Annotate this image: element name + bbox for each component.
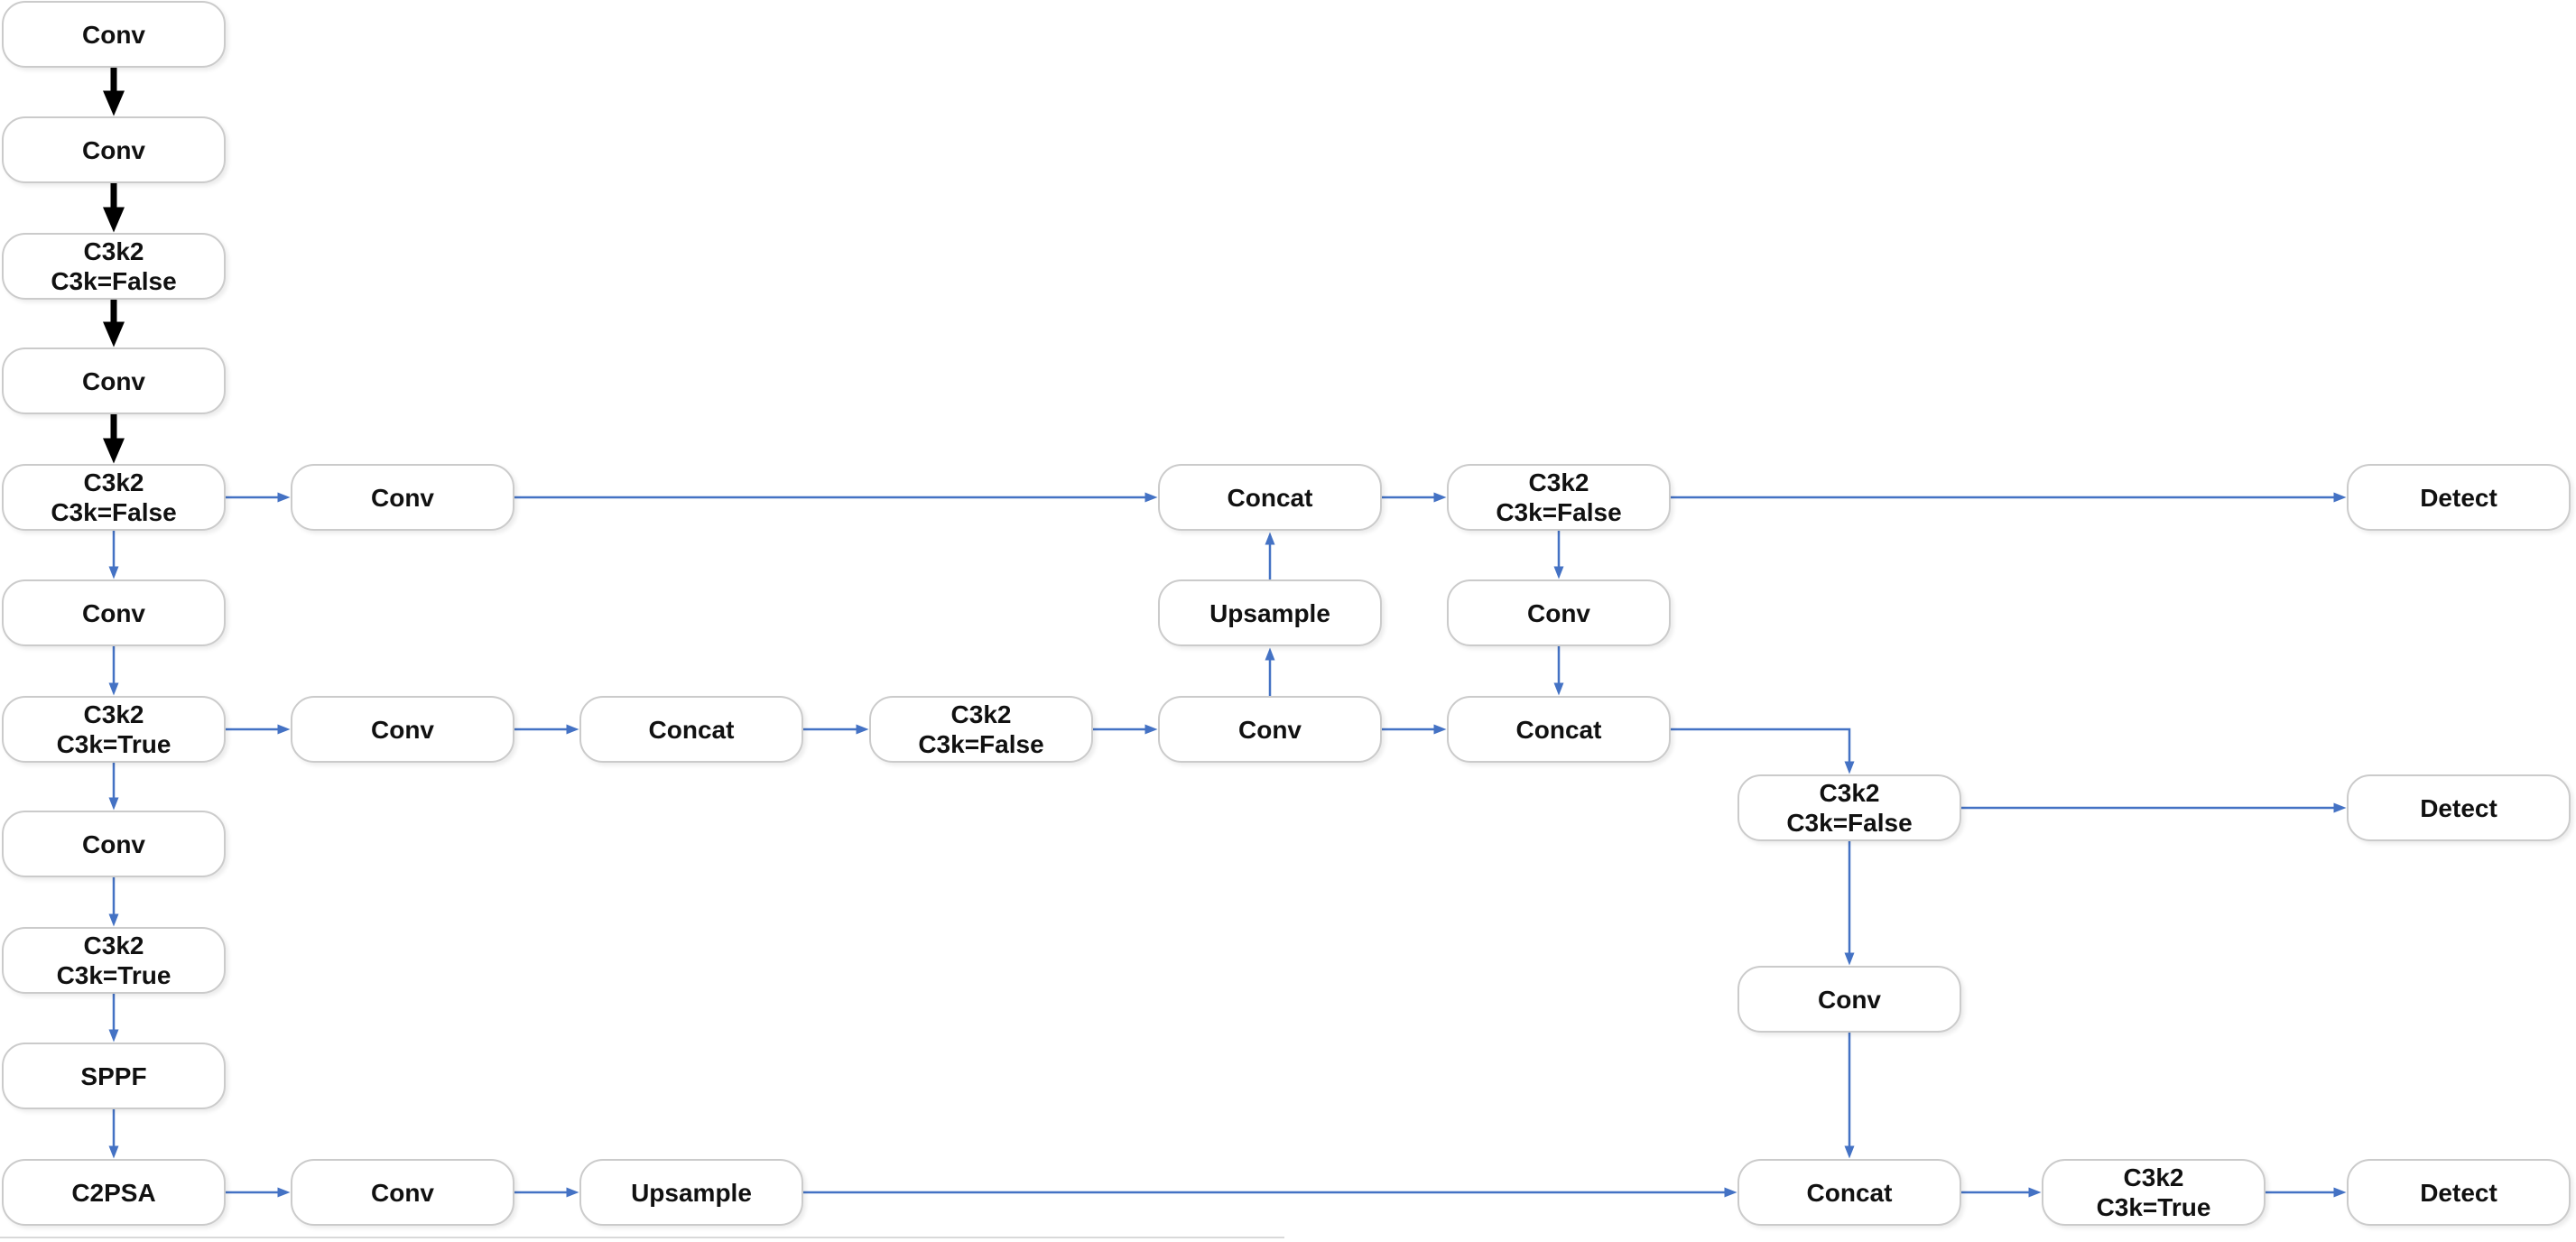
node-label: Concat xyxy=(1515,715,1602,744)
node-backbone-conv-0: Conv xyxy=(2,1,226,68)
node-neck-upsample: Upsample xyxy=(579,1159,803,1226)
node-neck-conv: Conv xyxy=(291,1159,514,1226)
node-p3-concat: Concat xyxy=(1158,464,1382,531)
node-label: C3k=True xyxy=(56,730,171,758)
node-p4-conv-b: Conv xyxy=(1158,696,1382,763)
node-label: C3k2 xyxy=(83,932,144,959)
node-label: C3k2 xyxy=(950,700,1012,728)
node-backbone-conv-1: Conv xyxy=(2,116,226,183)
connector-group xyxy=(103,68,2347,1198)
node-backbone-c2psa: C2PSA xyxy=(2,1159,226,1226)
node-backbone-conv-7: Conv xyxy=(2,811,226,877)
node-p4-conv-a: Conv xyxy=(291,696,514,763)
node-label: Upsample xyxy=(1209,598,1330,627)
node-label: Detect xyxy=(2420,793,2497,822)
node-label: Concat xyxy=(1806,1178,1893,1207)
node-p5-concat: Concat xyxy=(1737,1159,1961,1226)
node-label: C3k=False xyxy=(1496,498,1622,526)
node-label: Detect xyxy=(2420,1178,2497,1207)
node-backbone-conv-3: Conv xyxy=(2,348,226,414)
node-label: Conv xyxy=(371,1178,434,1207)
node-label: C3k2 xyxy=(83,468,144,496)
node-p3-detect: Detect xyxy=(2347,464,2571,531)
node-label: Conv xyxy=(82,135,145,164)
node-label: Conv xyxy=(82,830,145,858)
node-label: C3k=False xyxy=(918,730,1044,758)
node-backbone-conv-5: Conv xyxy=(2,579,226,646)
node-label: C3k2 xyxy=(2123,1163,2184,1191)
node-label: Conv xyxy=(82,366,145,395)
node-label: C2PSA xyxy=(71,1178,156,1207)
node-label: Concat xyxy=(1227,483,1313,512)
node-p3-conv-down: Conv xyxy=(1447,579,1671,646)
node-label: Conv xyxy=(1527,598,1590,627)
node-label: C3k2 xyxy=(1528,468,1589,496)
node-p5-conv: Conv xyxy=(1737,966,1961,1033)
node-label: Detect xyxy=(2420,483,2497,512)
node-label: C3k=False xyxy=(51,498,177,526)
node-label: Upsample xyxy=(631,1178,752,1207)
node-p5-detect: Detect xyxy=(2347,1159,2571,1226)
node-backbone-sppf: SPPF xyxy=(2,1043,226,1109)
node-label: Conv xyxy=(1238,715,1302,744)
node-label: Conv xyxy=(371,715,434,744)
node-label: C3k2 xyxy=(83,237,144,265)
node-p4-concat-b: Concat xyxy=(1447,696,1671,763)
node-label: C3k=False xyxy=(51,267,177,295)
node-label: Conv xyxy=(1818,985,1881,1014)
node-label: Conv xyxy=(371,483,434,512)
edge-p4concatb-p4c3k2head xyxy=(1671,728,1855,774)
node-label: Conv xyxy=(82,20,145,49)
node-label: Concat xyxy=(648,715,735,744)
node-label: C3k2 xyxy=(83,700,144,728)
node-p3-upsample: Upsample xyxy=(1158,579,1382,646)
node-p3-conv: Conv xyxy=(291,464,514,531)
node-p4-detect: Detect xyxy=(2347,774,2571,841)
node-label: SPPF xyxy=(80,1061,147,1090)
node-label: C3k2 xyxy=(1819,779,1880,807)
node-label: Conv xyxy=(82,598,145,627)
node-label: C3k=True xyxy=(56,961,171,989)
node-p4-concat-a: Concat xyxy=(579,696,803,763)
node-label: C3k=False xyxy=(1786,809,1913,837)
node-label: C3k=True xyxy=(2096,1193,2211,1221)
